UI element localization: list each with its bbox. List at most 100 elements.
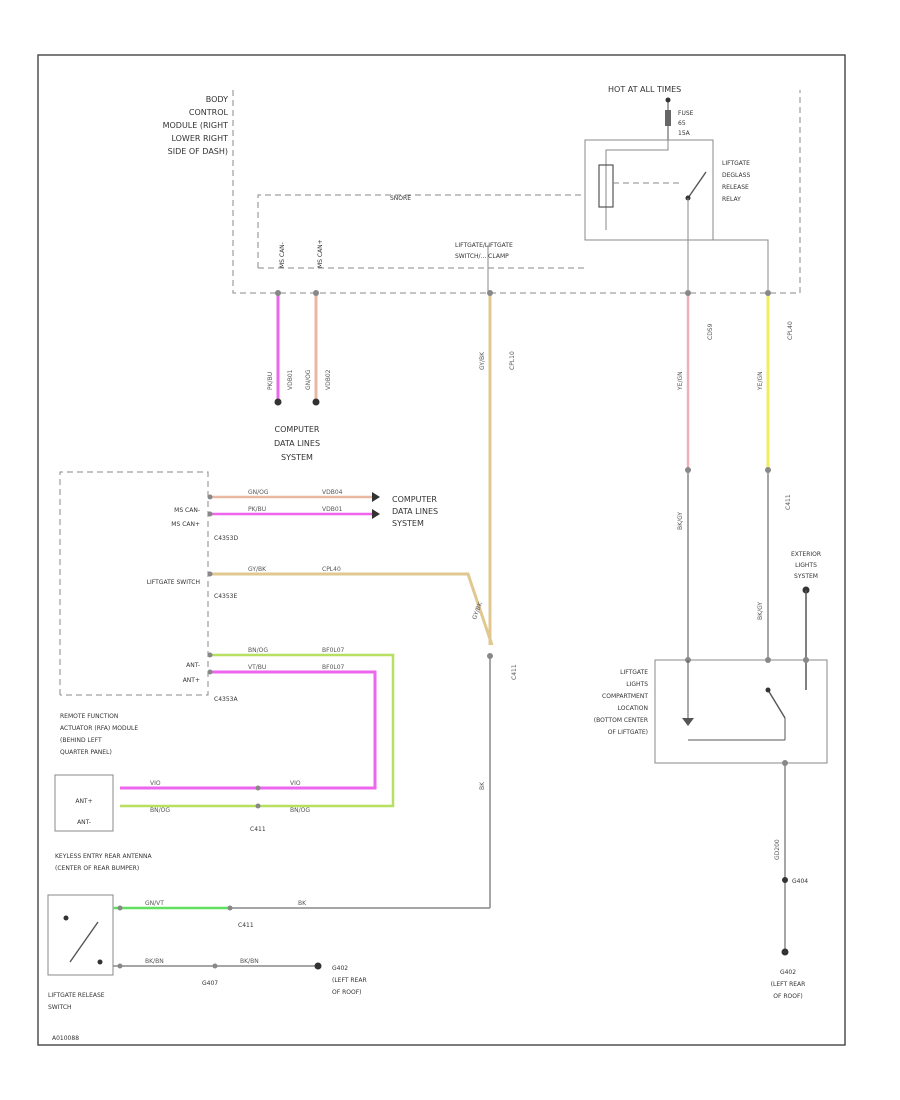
- rfa-module: MS CAN- MS CAN+ C4353D LIFTGATE SWITCH C…: [59, 471, 238, 756]
- release-w2-right: BK/BN: [240, 958, 259, 965]
- antenna-w1-left: VIO: [150, 780, 161, 787]
- splice-to-switch: C411 BK: [120, 653, 518, 909]
- rfa-pin-can-minus: MS CAN-: [174, 507, 200, 514]
- rear-antenna: ANT+ ANT- KEYLESS ENTRY REAR ANTENNA (CE…: [54, 774, 153, 872]
- ant-w2-circuit: BF0L07: [322, 664, 345, 671]
- rfa-conn-1: C4353D: [214, 535, 238, 542]
- antenna-pin-minus: ANT-: [77, 819, 91, 826]
- wire-w4-circuit: CDS9: [707, 323, 714, 340]
- bcm-name-5: SIDE OF DASH): [168, 147, 228, 156]
- rfa-pin-can-plus: MS CAN+: [171, 521, 200, 528]
- rfa-can2-circuit: VDB01: [322, 506, 343, 513]
- release-name-2: SWITCH: [48, 1004, 72, 1011]
- release-conn-2: G407: [202, 980, 218, 987]
- ant-w1-color: BN/OG: [248, 647, 268, 654]
- wire-lightpink-relay: YE/GN CDS9 BK/GY: [677, 290, 714, 660]
- hot-at-all-times: HOT AT ALL TIMES: [608, 85, 681, 94]
- wire-w5-circuit: CPL40: [787, 321, 794, 340]
- comp-data-1-l1: COMPUTER: [275, 425, 320, 434]
- comp-data-2-l1: COMPUTER: [392, 495, 437, 504]
- latch-name-1: LIFTGATE: [620, 669, 648, 676]
- release-name-1: LIFTGATE RELEASE: [48, 992, 105, 999]
- fuse-label: FUSE: [678, 110, 694, 117]
- release-w1-conn: C411: [238, 922, 254, 929]
- relay-name-3: RELEASE: [722, 184, 749, 191]
- relay-name-2: DEGLASS: [722, 172, 750, 179]
- bcm-name-1: BODY: [206, 95, 228, 104]
- wire-w3-color: GY/BK: [479, 351, 486, 370]
- wire-blk2: BK/GY: [757, 602, 764, 620]
- wire-tan-switch: GY/BK CPL10: [479, 290, 516, 645]
- rfa-can-wires: GN/OG VDB04 PK/BU VDB01 COMPUTER DATA LI…: [207, 489, 438, 528]
- latch-ground-name-2: (LEFT REAR: [771, 981, 806, 988]
- body-control-module: BODY CONTROL MODULE (RIGHT LOWER RIGHT S…: [163, 90, 801, 294]
- wire-w4-color: YE/GN: [677, 371, 684, 391]
- rfa-name-3: (BEHIND LEFT: [60, 737, 102, 744]
- antenna-name-1: KEYLESS ENTRY REAR ANTENNA: [55, 853, 153, 860]
- wire-c1: C411: [785, 494, 792, 510]
- latch-ground-name-1: G402: [780, 969, 796, 976]
- release-ground-2: (LEFT REAR: [332, 977, 367, 984]
- rfa-name-4: QUARTER PANEL): [60, 749, 112, 756]
- rfa-conn-3: C4353A: [214, 696, 238, 703]
- antenna-w1-right: VIO: [290, 780, 301, 787]
- latch-name-2: LIGHTS: [626, 681, 648, 688]
- latch-ground-name-3: OF ROOF): [773, 993, 803, 1000]
- rfa-name-1: REMOTE FUNCTION: [60, 713, 118, 720]
- comp-data-1-l3: SYSTEM: [281, 453, 313, 462]
- bcm-pin-can-minus: MS CAN-: [279, 242, 286, 268]
- exterior-lights-link: EXTERIOR LIGHTS SYSTEM: [791, 551, 821, 690]
- bcm-name-4: LOWER RIGHT: [171, 134, 228, 143]
- relay-contact: [687, 171, 707, 199]
- comp-data-2-l2: DATA LINES: [392, 507, 438, 516]
- latch-name-4: LOCATION: [618, 705, 648, 712]
- bcm-name-3: MODULE (RIGHT: [163, 121, 229, 130]
- wire-tan-bcm: GN/OG VDB02: [305, 290, 332, 406]
- antenna-w2-left: BN/OG: [150, 807, 170, 814]
- release-w1-color: GN/VT: [145, 900, 164, 907]
- rfa-can1-circuit: VDB04: [322, 489, 343, 496]
- rfa-sw-circuit: CPL40: [322, 566, 341, 573]
- ant-w2-color: VT/BU: [248, 664, 266, 671]
- release-w2-left: BK/BN: [145, 958, 164, 965]
- latch-name-6: OF LIFTGATE): [608, 729, 648, 736]
- wire-w1-color: PK/BU: [267, 372, 274, 390]
- antenna-wires: BN/OG BF0L07 VT/BU BF0L07 VIO VIO BN/OG …: [120, 647, 395, 833]
- comp-data-2-l3: SYSTEM: [392, 519, 424, 528]
- comp-data-1-l2: DATA LINES: [274, 439, 320, 448]
- diagram-frame: [37, 54, 846, 1046]
- release-ground-1: G402: [332, 965, 348, 972]
- liftgate-release-switch: GN/VT C411 BK BK/BN BK/BN G407 G402 (LEF…: [47, 894, 367, 1011]
- relay-name-1: LIFTGATE: [722, 160, 750, 167]
- bcm-inner-label: SNORE: [390, 195, 411, 202]
- power-section: HOT AT ALL TIMES FUSE 65 15A LIFTGATE DE…: [584, 85, 750, 241]
- bcm-relay-ctrl-1: LIFTGATE/LIFTGATE: [455, 242, 513, 249]
- fuse-number: 65: [678, 120, 686, 127]
- liftgate-compartment: LIFTGATE LIGHTS COMPARTMENT LOCATION (BO…: [594, 657, 828, 764]
- wire-w1-circuit: VDB01: [287, 369, 294, 390]
- latch-name-3: COMPARTMENT: [602, 693, 648, 700]
- rfa-conn-2: C4353E: [214, 593, 237, 600]
- rfa-name-2: ACTUATOR (RFA) MODULE: [60, 725, 138, 732]
- latch-ground-id: G404: [792, 878, 808, 885]
- wire-pink-bcm: PK/BU VDB01: [267, 290, 294, 406]
- rfa-can2-color: PK/BU: [248, 506, 266, 513]
- wire-w5-color: YE/GN: [757, 371, 764, 391]
- wire-w2-color: GN/OG: [305, 369, 312, 390]
- ext-lights-l3: SYSTEM: [794, 573, 818, 580]
- wire-w3-circuit: CPL10: [509, 351, 516, 370]
- fuse-rating: 15A: [678, 130, 691, 137]
- latch-ground: GD200 G404 G402 (LEFT REAR OF ROOF): [771, 760, 808, 1000]
- rfa-pin-switch: LIFTGATE SWITCH: [147, 579, 200, 586]
- ant-w1-circuit: BF0L07: [322, 647, 345, 654]
- footer-code: A010088: [52, 1035, 79, 1042]
- latch-name-5: (BOTTOM CENTER: [594, 717, 648, 724]
- splice-conn: C411: [511, 664, 518, 680]
- rfa-can1-color: GN/OG: [248, 489, 269, 496]
- antenna-conn: C411: [250, 826, 266, 833]
- bcm-name-2: CONTROL: [189, 108, 229, 117]
- rfa-switch-wire: GY/BK CPL40 GY/BK: [207, 566, 494, 646]
- latch-wire-1: GD200: [774, 839, 781, 860]
- release-switch-contact: [69, 921, 99, 963]
